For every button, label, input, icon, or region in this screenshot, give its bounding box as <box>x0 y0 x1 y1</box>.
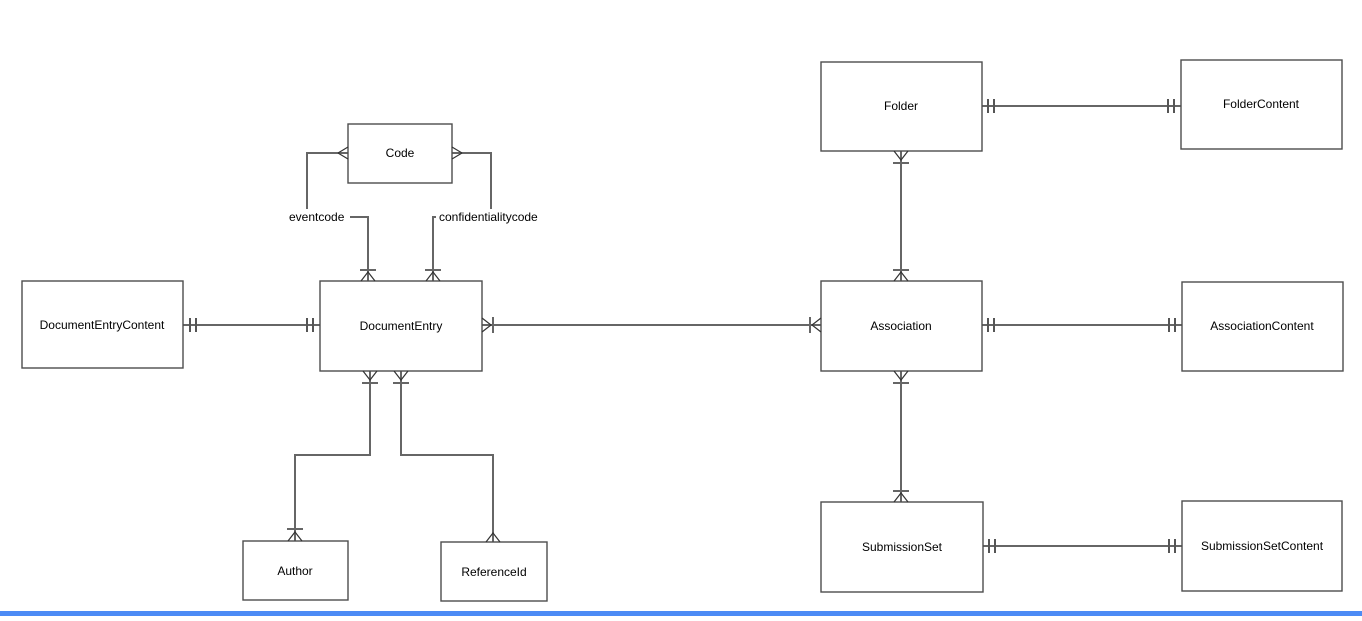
double-tick-folder-right <box>987 99 995 113</box>
double-tick-association-right <box>987 318 995 332</box>
entity-author[interactable]: Author <box>242 540 349 601</box>
edge-label-eventcode-bg <box>286 209 350 225</box>
entity-association-content-box[interactable] <box>1181 281 1344 372</box>
crows-foot-folder-bottom <box>893 150 909 161</box>
entity-document-entry-content-label: DocumentEntryContent <box>40 318 165 332</box>
bottom-bar <box>0 611 1362 616</box>
double-tick-foldercontent-left <box>1167 99 1175 113</box>
crows-foot-documententry-top-left <box>360 271 376 282</box>
edge-labels: eventcode confidentialitycode <box>286 209 540 225</box>
crows-foot-code-left <box>337 146 349 160</box>
entity-document-entry[interactable]: DocumentEntry <box>319 280 483 372</box>
crows-foot-documententry-bottom-left <box>362 370 378 381</box>
entity-code[interactable]: Code <box>347 123 453 184</box>
entity-association-box[interactable] <box>820 280 983 372</box>
double-tick-documententry-left <box>306 318 314 332</box>
entity-document-entry-content-box[interactable] <box>21 280 184 369</box>
entity-document-entry-content[interactable]: DocumentEntryContent <box>21 280 184 369</box>
connectors <box>183 105 1182 547</box>
double-tick-submissionset-right <box>988 539 996 553</box>
cardinality-markers <box>189 99 1176 553</box>
double-tick-submissionsetcontent-left <box>1168 539 1176 553</box>
crows-foot-documententry-top-right <box>425 271 441 282</box>
crows-foot-submissionset-top <box>893 492 909 503</box>
entity-submission-set-content[interactable]: SubmissionSetContent <box>1181 500 1343 592</box>
crows-foot-association-top <box>893 271 909 282</box>
entity-code-box[interactable] <box>347 123 453 184</box>
entity-submission-set-label: SubmissionSet <box>862 540 943 554</box>
entity-folder-content[interactable]: FolderContent <box>1180 59 1343 150</box>
crows-foot-association-left <box>811 317 822 333</box>
crows-foot-author-top <box>287 531 303 542</box>
edge-label-confidentialitycode-bg <box>436 209 540 225</box>
entity-association-content-label: AssociationContent <box>1210 319 1314 333</box>
double-tick-associationcontent-left <box>1168 318 1176 332</box>
entity-author-box[interactable] <box>242 540 349 601</box>
crows-foot-referenceid-top <box>485 532 501 543</box>
entity-reference-id-label: ReferenceId <box>461 565 526 579</box>
crows-foot-code-right <box>451 146 463 160</box>
crows-foot-association-bottom <box>893 370 909 381</box>
entity-folder[interactable]: Folder <box>820 61 983 152</box>
entity-folder-label: Folder <box>884 99 918 113</box>
entity-association-content[interactable]: AssociationContent <box>1181 281 1344 372</box>
entity-submission-set-content-label: SubmissionSetContent <box>1201 539 1324 553</box>
entity-submission-set-content-box[interactable] <box>1181 500 1343 592</box>
connector-documententry-referenceid <box>400 371 494 542</box>
entity-folder-content-box[interactable] <box>1180 59 1343 150</box>
crows-foot-documententry-right <box>481 317 492 333</box>
entity-code-label: Code <box>386 146 415 160</box>
connector-documententry-author <box>294 371 371 541</box>
edge-label-confidentialitycode: confidentialitycode <box>439 210 538 224</box>
entity-submission-set-box[interactable] <box>820 501 984 593</box>
entity-association[interactable]: Association <box>820 280 983 372</box>
entity-submission-set[interactable]: SubmissionSet <box>820 501 984 593</box>
entity-reference-id[interactable]: ReferenceId <box>440 541 548 602</box>
entity-author-label: Author <box>277 564 312 578</box>
entity-association-label: Association <box>870 319 931 333</box>
entity-reference-id-box[interactable] <box>440 541 548 602</box>
entity-document-entry-box[interactable] <box>319 280 483 372</box>
entity-folder-box[interactable] <box>820 61 983 152</box>
entity-folder-content-label: FolderContent <box>1223 97 1300 111</box>
entity-document-entry-label: DocumentEntry <box>360 319 443 333</box>
double-tick-documententrycontent-right <box>189 318 197 332</box>
crows-foot-documententry-bottom-right <box>393 370 409 381</box>
edge-label-eventcode: eventcode <box>289 210 345 224</box>
